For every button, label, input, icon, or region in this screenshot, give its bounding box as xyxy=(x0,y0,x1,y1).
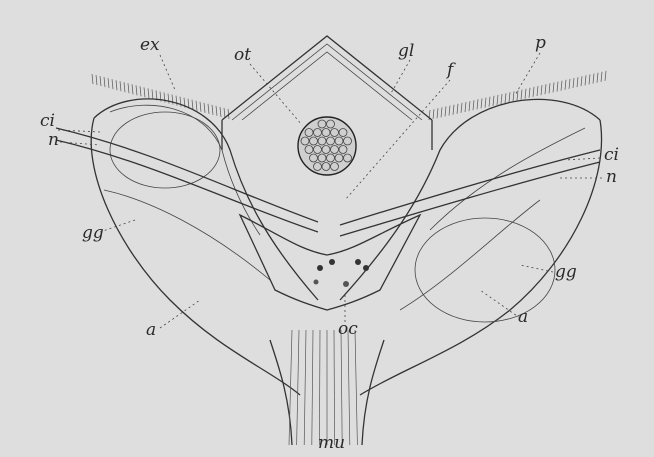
label-ci-right: ci xyxy=(604,145,619,165)
label-ot-top: ot xyxy=(234,45,251,65)
label-gg-left: gg xyxy=(82,223,104,243)
label-ex: ex xyxy=(140,35,160,55)
label-oc: oc xyxy=(338,319,358,339)
label-a-right: a xyxy=(518,307,528,327)
label-a-left: a xyxy=(146,320,156,340)
label-mu: mu xyxy=(318,433,345,453)
label-n-left: n xyxy=(48,130,59,150)
label-n-right: n xyxy=(606,167,617,187)
label-gl: gl xyxy=(398,41,414,61)
label-ci-left: ci xyxy=(40,111,55,131)
label-p: p xyxy=(535,33,546,53)
otolith xyxy=(298,117,356,175)
label-gg-right: gg xyxy=(555,262,577,282)
